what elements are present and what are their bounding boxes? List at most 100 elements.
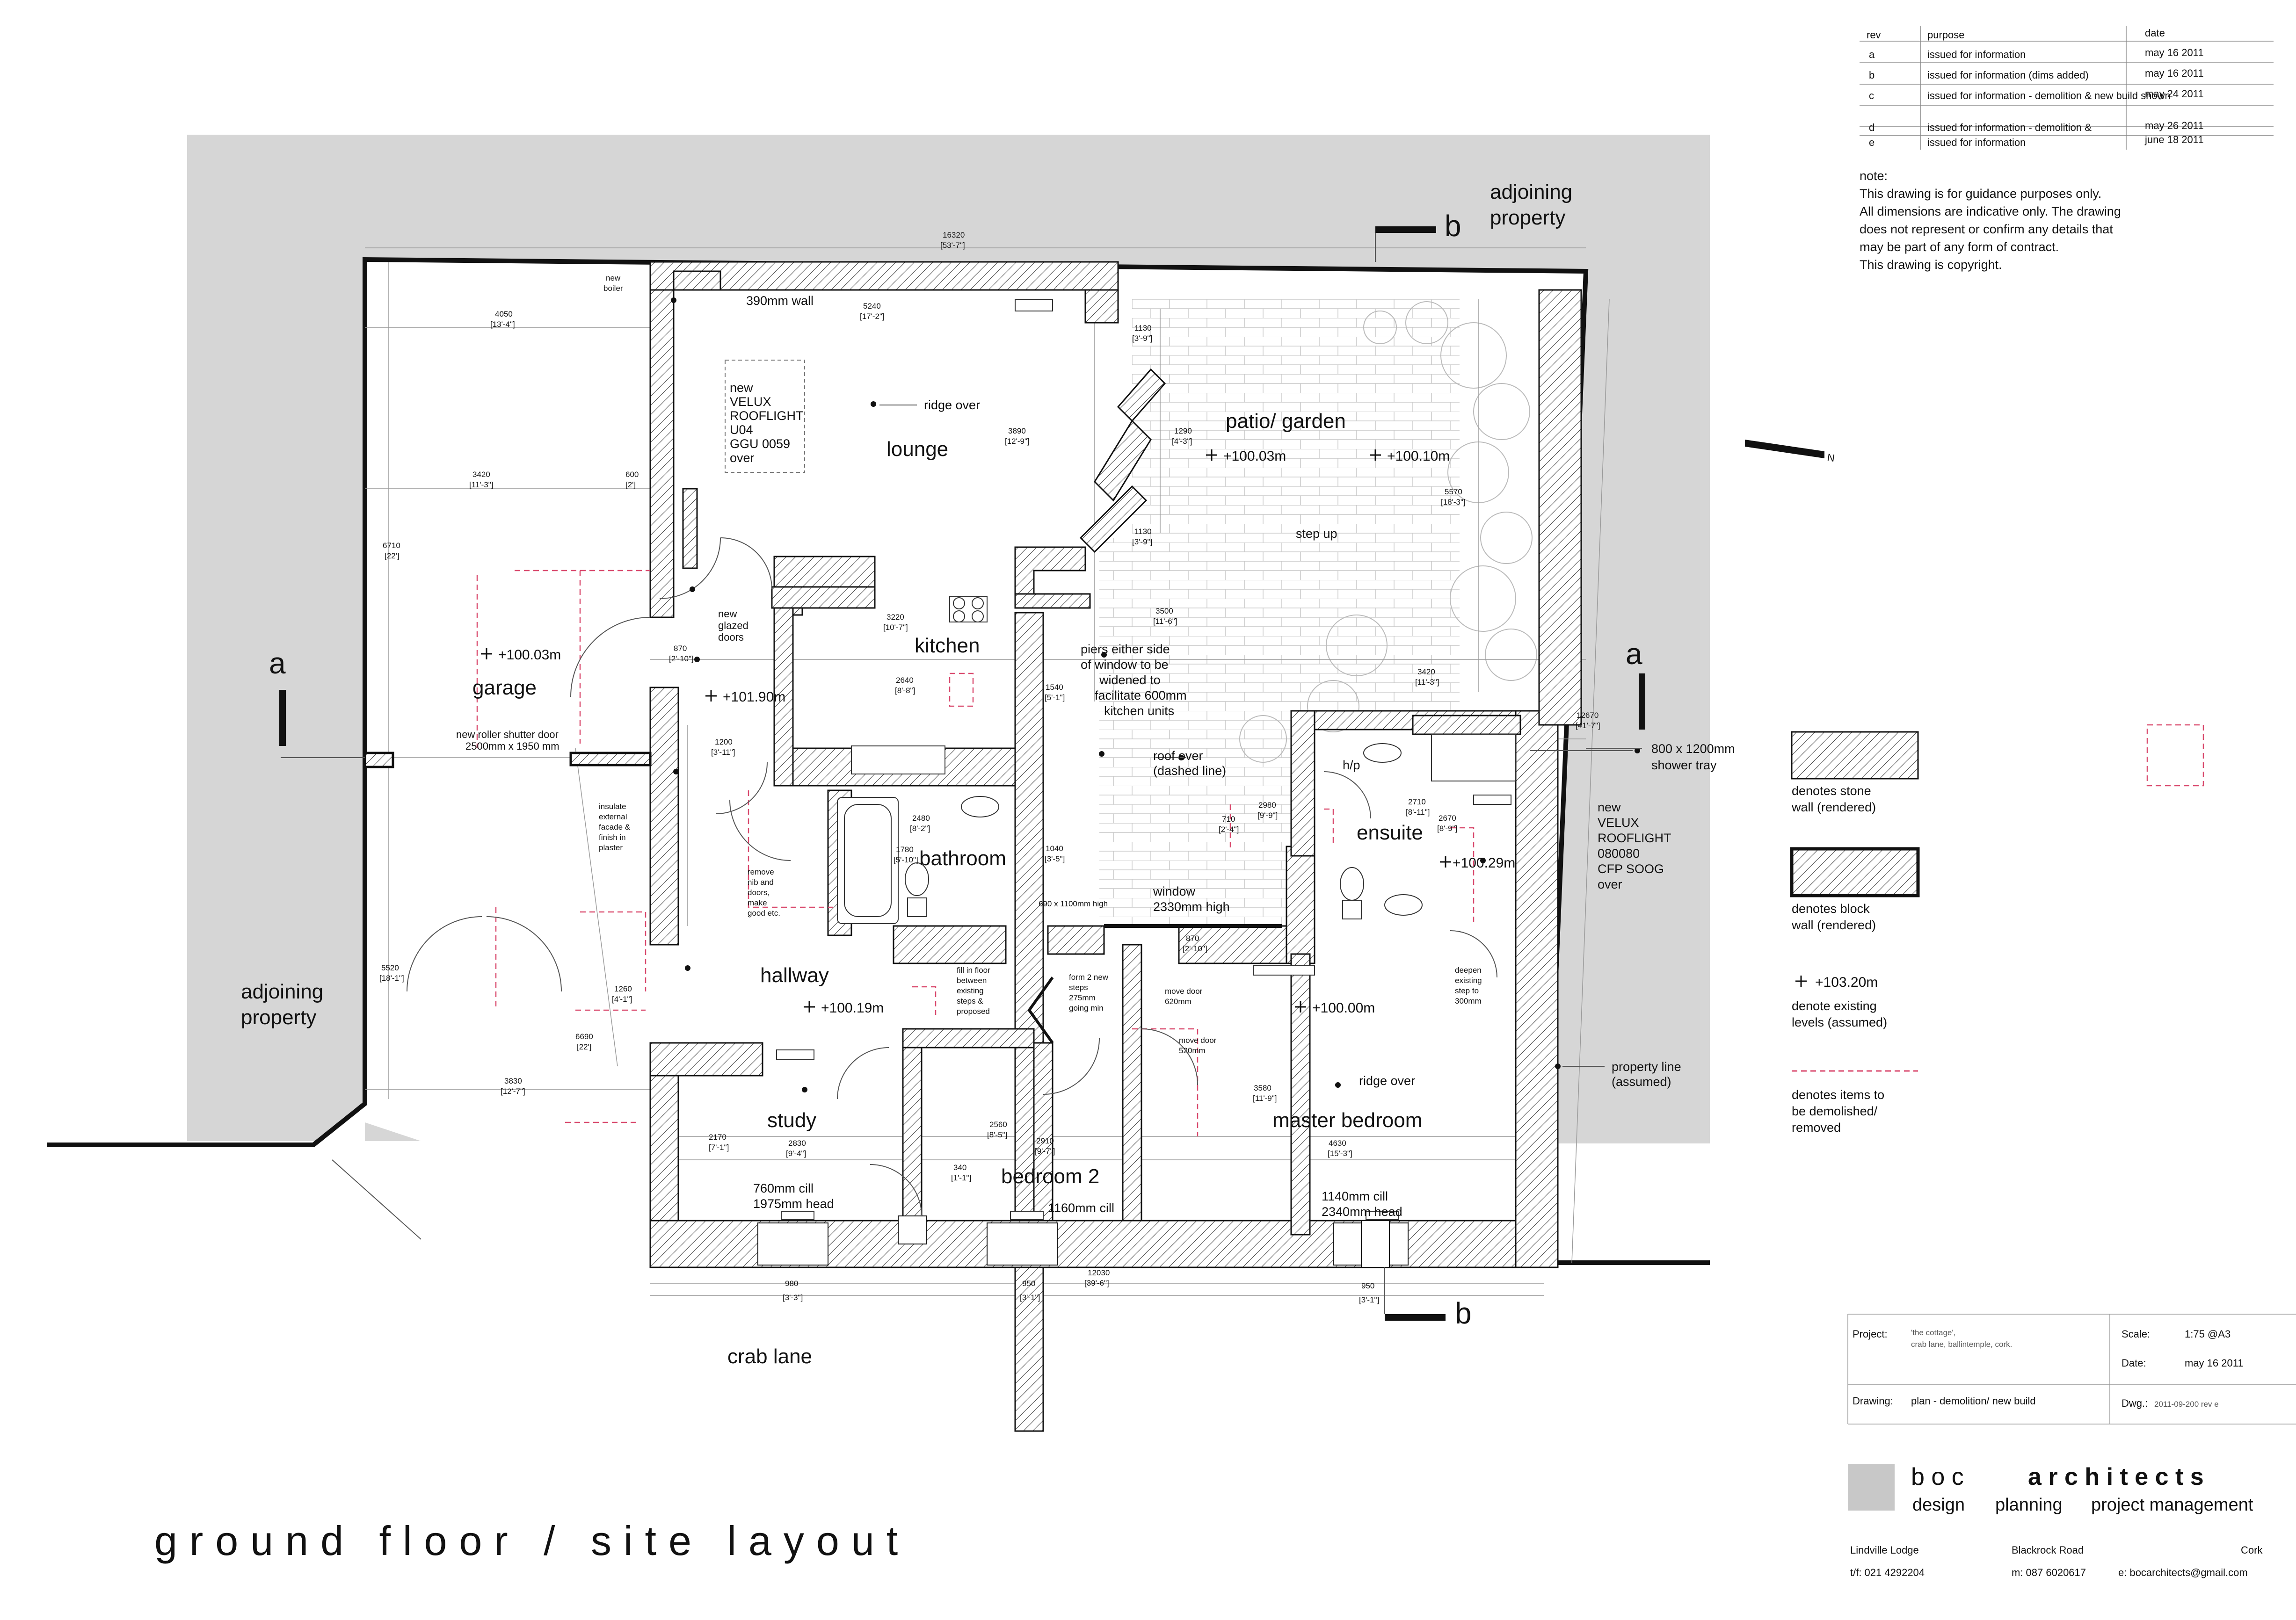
heat-pump-label: h/p xyxy=(1343,758,1360,772)
dim-3580: 3580 xyxy=(1254,1084,1272,1092)
note-heading: note: xyxy=(1860,169,1888,183)
dim-12030: 12030 xyxy=(1088,1268,1110,1277)
dim-3580-imp: [11'-9"] xyxy=(1253,1094,1277,1103)
rev-c-rev: c xyxy=(1869,90,1874,101)
dim-1200: 1200 xyxy=(715,738,733,746)
dim-3830: 3830 xyxy=(504,1077,522,1085)
demolition-lines xyxy=(476,570,2204,1136)
dim-870b-imp: [2'-10"] xyxy=(1183,944,1207,953)
steps-note-2: steps xyxy=(1069,983,1088,992)
firm-mobile: m: 087 6020617 xyxy=(2012,1567,2086,1578)
dimension-lines xyxy=(365,247,1610,1296)
legend-stone-2: wall (rendered) xyxy=(1791,800,1876,814)
dim-4630-imp: [15'-3"] xyxy=(1328,1149,1352,1158)
dim-3500-imp: [11'-6"] xyxy=(1153,617,1177,626)
north-label: N xyxy=(1826,451,1835,464)
rev-d-purpose: issued for information - demolition & xyxy=(1927,122,2092,133)
note-line-4: may be part of any form of contract. xyxy=(1860,240,2059,254)
piers-note-4: facilitate 600mm xyxy=(1095,688,1187,702)
north-arrow: N xyxy=(1745,440,1836,464)
tb-date-label: Date: xyxy=(2122,1357,2146,1369)
dim-4050: 4050 xyxy=(495,310,513,318)
dim-2640-imp: [8'-8"] xyxy=(895,686,915,695)
dim-3420b-imp: [11'-3"] xyxy=(1415,678,1439,687)
section-b-bottom: b xyxy=(1455,1296,1472,1330)
velux-note-1: new xyxy=(730,381,753,395)
dim-980: 980 xyxy=(785,1279,798,1288)
level-patio-2: +100.10m xyxy=(1387,448,1450,464)
boiler-note-2: boiler xyxy=(603,284,623,293)
study-cill-2: 1975mm head xyxy=(753,1197,834,1211)
move-door-1b: 620mm xyxy=(1165,997,1192,1006)
level-kitchen: +101.90m xyxy=(723,689,785,705)
tb-scale-value: 1:75 @A3 xyxy=(2185,1328,2231,1340)
firm-service-2: planning xyxy=(1995,1495,2063,1515)
dim-2830-imp: [9'-4"] xyxy=(786,1149,806,1158)
rev-e-rev: e xyxy=(1869,137,1875,148)
rev-b-rev: b xyxy=(1869,69,1875,81)
fill-floor-5: proposed xyxy=(957,1007,990,1016)
dim-3890-imp: [12'-9"] xyxy=(1005,437,1030,446)
adjoining-top-2: property xyxy=(1490,206,1565,229)
move-door-1a: move door xyxy=(1165,987,1203,996)
dim-6710-imp: [22'] xyxy=(385,551,400,560)
sheet-title: ground floor / site layout xyxy=(154,1518,910,1564)
dim-710-imp: [2'-4"] xyxy=(1219,825,1239,834)
steps-note-3: 275mm xyxy=(1069,993,1096,1002)
dim-980-imp: [3'-3"] xyxy=(783,1293,803,1302)
shutter-note-2: 2500mm x 1950 mm xyxy=(465,740,559,752)
firm-logo-square xyxy=(1848,1464,1895,1511)
room-kitchen: kitchen xyxy=(915,634,980,657)
tb-scale-label: Scale: xyxy=(2122,1328,2150,1340)
section-markers xyxy=(279,226,1645,1321)
legend-stone-swatch xyxy=(1791,731,1919,780)
firm-name-b: a r c h i t e c t s xyxy=(2028,1463,2204,1490)
shutter-note-1: new roller shutter door xyxy=(456,729,559,740)
dim-2480: 2480 xyxy=(912,814,930,823)
dim-3500: 3500 xyxy=(1155,607,1173,615)
dim-600-imp: [2'] xyxy=(625,480,636,489)
dim-2980-imp: [9'-9"] xyxy=(1257,811,1278,820)
dimension-labels: 16320 [53'-7"] 4050 [13'-4"] 5240 [17'-2… xyxy=(379,231,1600,1304)
rev-b-purpose: issued for information (dims added) xyxy=(1927,69,2089,81)
firm-email: e: bocarchitects@gmail.com xyxy=(2118,1567,2248,1578)
dim-950b-imp: [3'-1"] xyxy=(1359,1295,1379,1304)
legend-demolish-1: denotes items to xyxy=(1792,1088,1884,1102)
rev-a-date: may 16 2011 xyxy=(2145,47,2204,58)
dim-16320-imp: [53'-7"] xyxy=(940,241,965,250)
deepen-note-3: step to xyxy=(1455,986,1479,995)
insulate-note-4: finish in xyxy=(599,833,626,842)
deepen-note-1: deepen xyxy=(1455,966,1482,975)
piers-note-2: of window to be xyxy=(1081,658,1169,672)
level-hallway: +100.19m xyxy=(821,1000,884,1016)
room-study: study xyxy=(767,1109,816,1132)
room-master-bedroom: master bedroom xyxy=(1272,1109,1422,1132)
dim-1260-imp: [4'-1"] xyxy=(612,995,632,1004)
ridge-note-lounge: ridge over xyxy=(924,398,980,412)
dim-950a-imp: [3'-1"] xyxy=(1020,1293,1040,1302)
rev-d-date: may 26 2011 xyxy=(2145,120,2204,131)
rev-c-purpose: issued for information - demolition & ne… xyxy=(1927,90,2171,101)
dim-16320: 16320 xyxy=(943,231,965,239)
dim-600: 600 xyxy=(625,470,639,479)
deepen-note-2: existing xyxy=(1455,976,1482,985)
dim-3420b: 3420 xyxy=(1417,667,1435,676)
firm-name-a: b o c xyxy=(1911,1463,1964,1490)
room-bathroom: bathroom xyxy=(919,847,1006,870)
remove-note-5: good etc. xyxy=(748,909,780,918)
dim-1200-imp: [3'-11"] xyxy=(711,748,735,757)
note-line-2: All dimensions are indicative only. The … xyxy=(1860,204,2121,218)
rev-header-purpose: purpose xyxy=(1927,29,1965,41)
dim-2910: 2910 xyxy=(1036,1136,1054,1145)
dim-1040: 1040 xyxy=(1046,844,1063,853)
velux-note-6: over xyxy=(730,451,755,465)
dim-3890: 3890 xyxy=(1008,427,1026,435)
dim-6710: 6710 xyxy=(383,541,400,550)
room-garage: garage xyxy=(472,676,537,699)
property-line-2: (assumed) xyxy=(1612,1075,1671,1089)
level-master: +100.00m xyxy=(1312,1000,1375,1016)
dim-710: 710 xyxy=(1222,815,1235,824)
glazed-doors-2: glazed xyxy=(718,620,748,631)
legend-block-swatch xyxy=(1790,847,1920,897)
